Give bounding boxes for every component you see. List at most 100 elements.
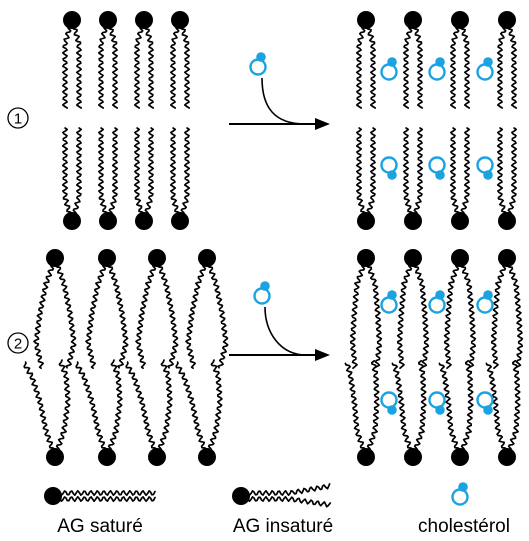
fatty-acid-tail — [413, 359, 427, 452]
cholesterol-dot — [387, 170, 397, 180]
cholesterol-icon — [476, 290, 494, 314]
cholesterol-dot — [435, 290, 445, 300]
fatty-acid-tail — [506, 263, 524, 369]
cholesterol-ring — [380, 391, 398, 409]
fatty-acid-tail — [143, 25, 155, 109]
fatty-acid-tail — [175, 361, 208, 452]
fatty-acid-tail — [438, 362, 461, 452]
cholesterol-ring — [428, 391, 446, 409]
phospholipid-head-icon — [498, 448, 516, 466]
fatty-acid-tail — [133, 25, 144, 109]
phospholipid-head-icon — [198, 249, 216, 267]
cholesterol-icon — [428, 290, 446, 314]
fatty-acid-tail — [449, 25, 460, 109]
unsaturated-pair — [438, 249, 477, 466]
phospholipid-head-icon — [357, 448, 375, 466]
row-1-marker: 1 — [7, 107, 29, 129]
legend-unsaturated-head-icon — [232, 487, 250, 505]
phospholipid-head-icon — [63, 11, 81, 29]
cholesterol-dot — [260, 281, 270, 291]
fatty-acid-tail — [135, 263, 157, 370]
legend-saturated-tail — [59, 489, 156, 497]
phospholipid-head-icon — [98, 249, 116, 267]
fatty-acid-tail — [156, 263, 179, 369]
cholesterol-icon — [476, 391, 494, 415]
arrow-head — [315, 118, 330, 130]
fatty-acid-tail — [355, 25, 366, 109]
unsaturated-pair — [23, 249, 77, 466]
saturated-pair — [355, 11, 377, 230]
phospholipid-head-icon — [98, 448, 116, 466]
phospholipid-head-icon — [171, 11, 189, 29]
fatty-acid-tail — [402, 25, 413, 109]
fatty-acid-tail — [507, 359, 521, 452]
cholesterol-ring — [428, 296, 446, 314]
fatty-acid-tail — [125, 361, 158, 452]
cholesterol-ring — [249, 58, 267, 76]
phospholipid-head-icon — [451, 11, 469, 29]
phospholipid-head-icon — [404, 448, 422, 466]
cholesterol-dot — [435, 405, 445, 415]
fatty-acid-tail — [506, 25, 518, 109]
arrow-icon — [229, 118, 330, 130]
row-2-marker-circle — [7, 332, 29, 354]
fatty-acid-tail — [85, 263, 107, 370]
cholesterol-icon — [380, 391, 398, 415]
cholesterol-icon — [380, 156, 398, 180]
row-saturated — [61, 11, 518, 230]
row-1-marker-circle — [7, 107, 29, 129]
unsaturated-pair — [75, 249, 129, 466]
saturated-pair — [496, 11, 518, 230]
fatty-acid-tail — [402, 127, 414, 216]
fatty-acid-tail — [61, 127, 73, 216]
fatty-acid-tail — [179, 25, 191, 109]
cholesterol-dot — [458, 482, 468, 492]
saturated-pair — [402, 11, 424, 230]
cholesterol-path — [264, 306, 307, 356]
cholesterol-dot — [435, 57, 445, 67]
fatty-acid-tail — [108, 127, 119, 216]
phospholipid-head-icon — [498, 212, 516, 230]
fatty-acid-tail — [449, 127, 461, 216]
cholesterol-dot — [483, 405, 493, 415]
cholesterol-icon — [380, 57, 398, 81]
phospholipid-head-icon — [357, 249, 375, 267]
arrow-head — [315, 349, 330, 361]
fatty-acid-tail — [366, 127, 377, 216]
fatty-acid-tail — [365, 25, 377, 109]
saturated-pair — [61, 11, 83, 230]
row-unsaturated — [23, 249, 524, 466]
phospholipid-head-icon — [46, 249, 64, 267]
cholesterol-ring — [253, 287, 271, 305]
fatty-acid-tail — [75, 361, 108, 452]
phospholipid-head-icon — [198, 448, 216, 466]
cholesterol-ring — [428, 63, 446, 81]
fatty-acid-tail — [496, 25, 507, 109]
cholesterol-icon — [249, 52, 267, 76]
fatty-acid-tail — [206, 263, 229, 369]
cholesterol-icon — [253, 281, 271, 305]
cholesterol-ring — [380, 296, 398, 314]
unsaturated-pair — [344, 249, 383, 466]
fatty-acid-tail — [485, 362, 508, 452]
cholesterol-icon — [428, 156, 446, 180]
phospholipid-head-icon — [451, 249, 469, 267]
cholesterol-icon — [451, 482, 469, 506]
phospholipid-head-icon — [135, 11, 153, 29]
arrow-icon — [229, 349, 330, 361]
fatty-acid-tail — [185, 263, 207, 370]
fatty-acid-tail — [97, 25, 108, 109]
unsaturated-pair — [125, 249, 179, 466]
fatty-acid-tail — [33, 263, 55, 370]
unsaturated-pair — [485, 249, 524, 466]
cholesterol-ring — [476, 63, 494, 81]
legend-unsaturated-tail — [247, 483, 331, 497]
fatty-acid-tail — [54, 263, 77, 369]
fatty-acid-tail — [169, 25, 180, 109]
fatty-acid-tail — [133, 127, 145, 216]
row-2-marker-label: 2 — [14, 336, 22, 353]
saturated-pair — [97, 11, 119, 230]
cholesterol-ring — [476, 296, 494, 314]
cholesterol-ring — [380, 63, 398, 81]
fatty-acid-tail — [169, 127, 181, 216]
